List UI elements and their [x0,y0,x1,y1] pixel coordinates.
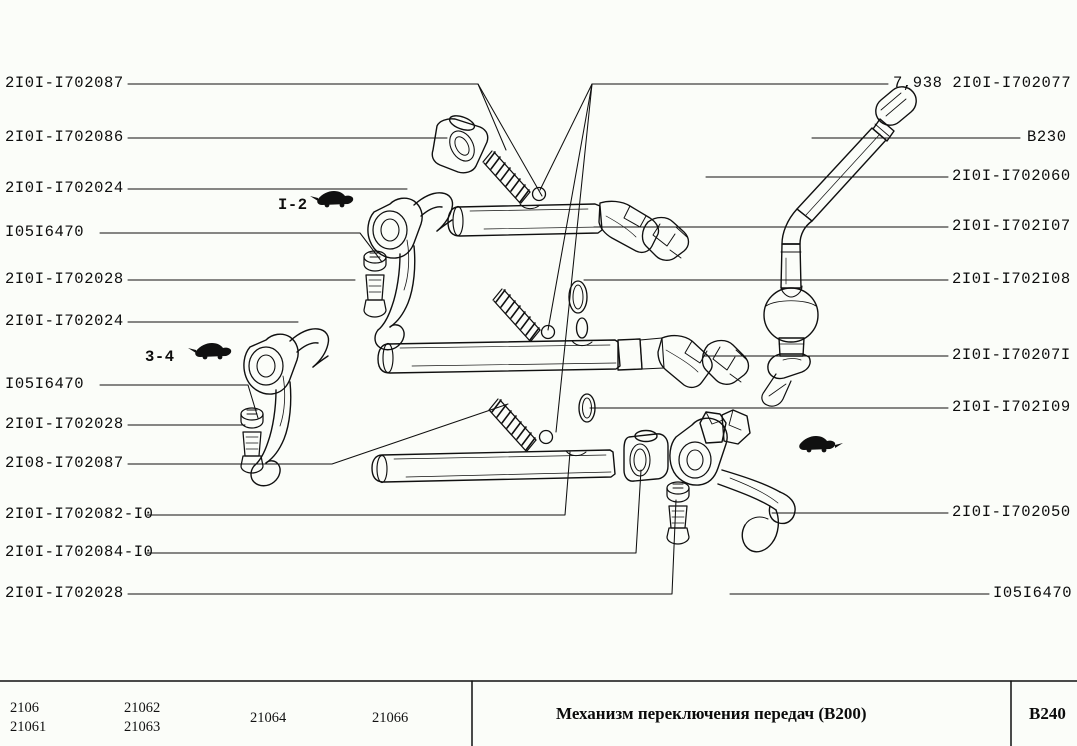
part-label-2101-1702082-10: 2I0I-I702082-I0 [5,505,154,523]
part-oval-seal [568,280,588,314]
part-label-10516470-a: I05I6470 [5,223,85,241]
part-label-2101-1702028-a: 2I0I-I702028 [5,270,124,288]
part-shift-rod-upper [447,203,603,237]
part-shift-rod-lower [371,449,616,484]
part-spring-upper [482,150,531,204]
part-label-2101-1702028-c: 2I0I-I702028 [5,584,124,602]
part-shift-rod-middle [377,337,665,374]
leader-lines-left [99,83,677,595]
part-fork-1-2 [367,192,454,351]
part-label-2101-1702024-a: 2I0I-I702024 [5,179,124,197]
footer-model-2106: 2106 [10,700,39,716]
part-label-2101-1702108: 2I0I-I702I08 [952,270,1071,288]
part-washer-bolt-5th [666,481,690,545]
car-glyph-3-4 [188,343,232,360]
gear-marker-3-4: 3-4 [145,348,175,366]
footer-section-code: B240 [1029,704,1066,723]
part-label-2101-1702060: 2I0I-I702060 [952,167,1071,185]
part-detent-ball-3 [538,429,554,445]
footer-title: Механизм переключения передач (B200) [556,704,867,723]
part-label-10516470-c: I05I6470 [993,584,1073,602]
part-label-2101-1702050: 2I0I-I702050 [952,503,1071,521]
part-label-2101-1702086: 2I0I-I702086 [5,128,124,146]
part-label-2101-1702087: 2I0I-I702087 [5,74,124,92]
part-label-2101-1702084-10: 2I0I-I702084-I0 [5,543,154,561]
part-spring-mid [492,288,541,342]
car-glyph-1-2 [310,191,354,208]
part-label-10516470-b: I05I6470 [5,375,85,393]
part-small-oval [575,317,589,339]
part-label-2101-1702071: 2I0I-I70207I [952,346,1071,364]
part-rod-head-middle [657,334,750,389]
footer-model-21064: 21064 [250,710,287,726]
part-label-2101-1702024-b: 2I0I-I702024 [5,312,124,330]
part-washer-bolt-1-2 [363,250,387,318]
part-label-7938-2101-1702077: 7,938 2I0I-I702077 [893,74,1072,92]
part-ring-seal [578,393,596,423]
part-bush-upper [431,115,489,174]
part-rod-head-upper [598,200,690,261]
footer-model-21063: 21063 [124,719,161,735]
part-bush-lower [623,429,669,482]
part-fork-3-4 [243,328,330,487]
part-label-2101-1702028-b: 2I0I-I702028 [5,415,124,433]
part-gear-lever [761,86,917,407]
part-label-b230: B230 [1027,128,1067,146]
gear-marker-1-2: I-2 [278,196,308,214]
part-label-2108-1702087: 2I08-I702087 [5,454,124,472]
footer-model-21061: 21061 [10,719,47,735]
part-washer-bolt-3-4 [240,407,264,474]
part-spring-lower [488,398,537,452]
car-glyph-5th [799,436,843,453]
part-fork-5th [669,409,796,553]
part-label-2101-1702107: 2I0I-I702I07 [952,217,1071,235]
footer-frame [0,680,1077,746]
footer-model-21062: 21062 [124,700,161,716]
footer-model-21066: 21066 [372,710,409,726]
part-label-2101-1702109: 2I0I-I702I09 [952,398,1071,416]
part-detent-ball-1 [531,186,547,202]
part-detent-ball-2 [540,324,556,340]
